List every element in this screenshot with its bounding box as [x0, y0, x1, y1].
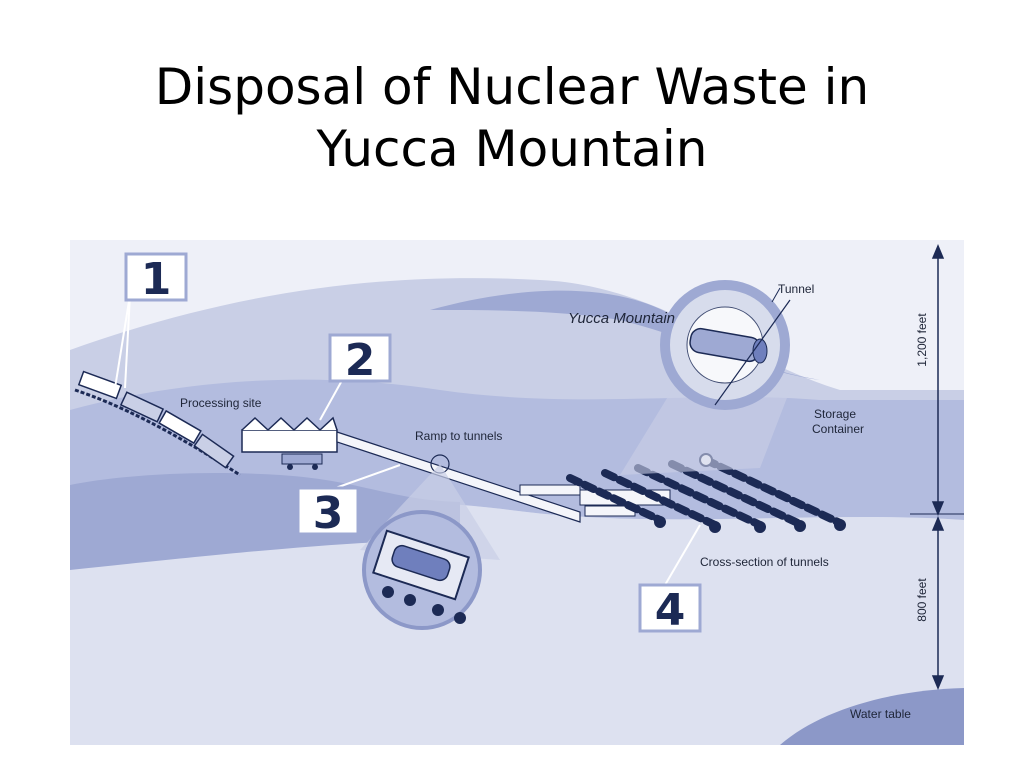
title-line-2: Yucca Mountain: [316, 119, 708, 178]
label-1200-feet: 1,200 feet: [915, 313, 929, 367]
ramp-to-tunnels-path: [336, 431, 581, 523]
label-ramp: Ramp to tunnels: [415, 429, 502, 443]
train: [77, 370, 235, 469]
tunnel-pointer: [714, 299, 791, 406]
step-1-box: 1: [124, 252, 188, 305]
step-3-box: 3: [296, 486, 360, 539]
label-water-table: Water table: [850, 707, 911, 721]
step-1-number: 1: [141, 254, 172, 305]
label-storage-line-2: Container: [812, 422, 864, 436]
step-4-box: 4: [638, 583, 702, 636]
rail-car: [372, 529, 470, 624]
label-yucca-mountain: Yucca Mountain: [568, 310, 675, 327]
step-4-leader: [664, 524, 701, 586]
ground-band: [70, 473, 460, 570]
storage-container: [689, 327, 768, 364]
tunnel-label-leader: [771, 287, 781, 303]
step-1-leader: [114, 294, 131, 389]
water-table-area: [780, 688, 964, 745]
slide-title: Disposal of Nuclear Waste in Yucca Mount…: [0, 56, 1024, 180]
label-storage-line-1: Storage: [814, 407, 856, 421]
dimension-1200: [931, 244, 945, 516]
dimension-800: [931, 516, 945, 690]
ground-lower: [70, 501, 964, 745]
step-3-leader: [329, 464, 401, 491]
step-2-number: 2: [345, 335, 376, 386]
label-processing-site: Processing site: [180, 396, 262, 410]
storage-tunnels: [566, 456, 844, 529]
mountain-ridge: [430, 290, 820, 380]
yucca-mountain-diagram: 1 2 3 4 Yucca Mountain Processing site R…: [70, 240, 964, 745]
step-3-number: 3: [313, 488, 344, 539]
step-2-box: 2: [328, 333, 392, 386]
step-4-number: 4: [655, 585, 686, 636]
title-line-1: Disposal of Nuclear Waste in: [154, 57, 870, 116]
label-800-feet: 800 feet: [915, 578, 929, 622]
label-tunnel: Tunnel: [778, 282, 814, 296]
tunnel-magnifier-beam: [620, 390, 790, 475]
label-cross-section: Cross-section of tunnels: [700, 555, 829, 569]
